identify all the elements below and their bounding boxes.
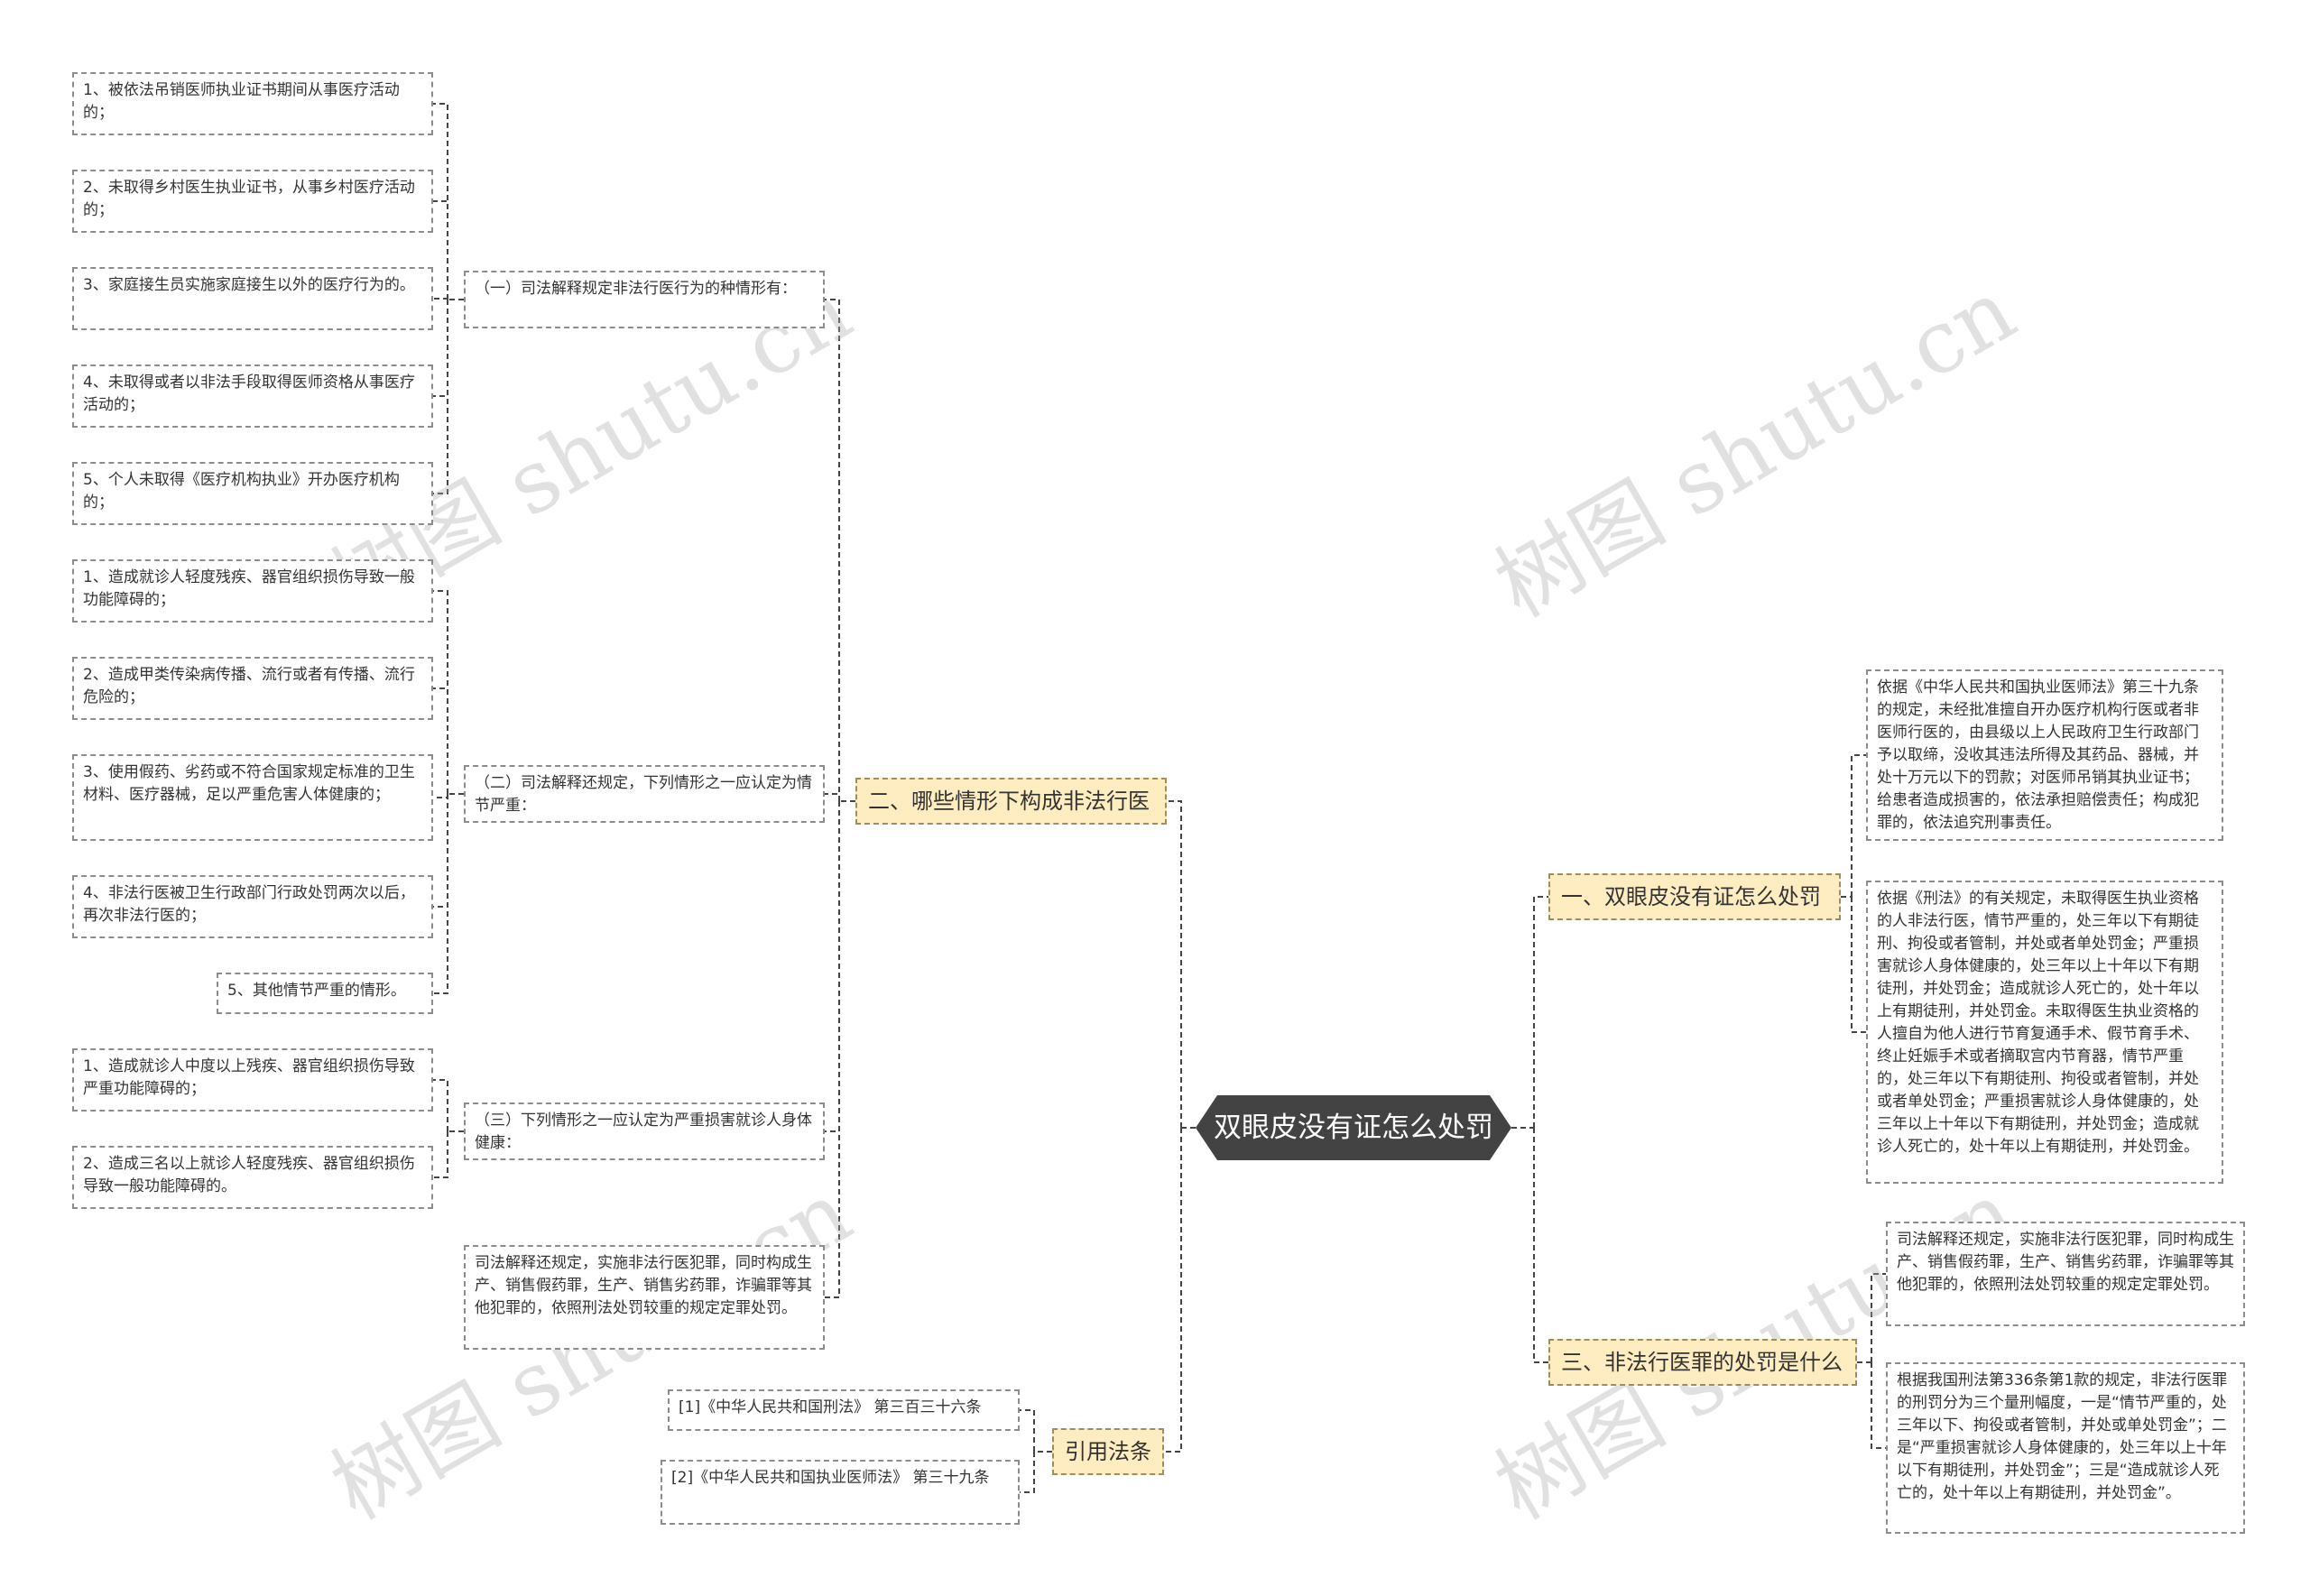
list-item[interactable]: 5、其他情节严重的情形。	[217, 973, 433, 1014]
root-topic[interactable]: 双眼皮没有证怎么处罚	[1196, 1095, 1511, 1160]
list-item[interactable]: 1、被依法吊销医师执业证书期间从事医疗活动的；	[72, 72, 433, 135]
subtopic-serious-circumstances[interactable]: （二）司法解释还规定，下列情形之一应认定为情节严重：	[464, 765, 825, 823]
list-item[interactable]: 4、非法行医被卫生行政部门行政处罚两次以后，再次非法行医的；	[72, 875, 433, 938]
list-item[interactable]: 4、未取得或者以非法手段取得医师资格从事医疗活动的；	[72, 364, 433, 428]
list-item[interactable]: 2、造成甲类传染病传播、流行或者有传播、流行危险的；	[72, 657, 433, 720]
list-item[interactable]: 司法解释还规定，实施非法行医犯罪，同时构成生产、销售假药罪，生产、销售劣药罪，诈…	[1886, 1222, 2245, 1326]
list-item[interactable]: 依据《刑法》的有关规定，未取得医生执业资格的人非法行医，情节严重的，处三年以下有…	[1866, 881, 2223, 1184]
list-item[interactable]: 1、造成就诊人中度以上残疾、器官组织损伤导致严重功能障碍的；	[72, 1048, 433, 1112]
list-item[interactable]: 2、未取得乡村医生执业证书，从事乡村医疗活动的；	[72, 170, 433, 233]
connector-line	[1857, 1273, 1886, 1449]
list-item[interactable]: 3、使用假药、劣药或不符合国家规定标准的卫生材料、医疗器械，足以严重危害人体健康…	[72, 754, 433, 841]
connector-line	[433, 1079, 464, 1178]
connector-line	[1020, 1409, 1052, 1493]
subtopic-heavier-penalty-rule[interactable]: 司法解释还规定，实施非法行医犯罪，同时构成生产、销售假药罪，生产、销售劣药罪，诈…	[464, 1245, 825, 1350]
connector-line	[1511, 896, 1548, 1363]
topic-illegal-practice-situations[interactable]: 二、哪些情形下构成非法行医	[855, 778, 1167, 825]
topic-crime-punishment[interactable]: 三、非法行医罪的处罚是什么	[1548, 1339, 1857, 1386]
law-citation[interactable]: [2]《中华人民共和国执业医师法》 第三十九条	[661, 1460, 1020, 1525]
law-citation[interactable]: [1]《中华人民共和国刑法》 第三百三十六条	[668, 1389, 1020, 1431]
list-item[interactable]: 根据我国刑法第336条第1款的规定，非法行医罪的刑罚分为三个量刑幅度，一是“情节…	[1886, 1362, 2245, 1534]
list-item[interactable]: 5、个人未取得《医疗机构执业》开办医疗机构的；	[72, 462, 433, 525]
connector-line	[1841, 754, 1866, 1033]
topic-penalty-without-license[interactable]: 一、双眼皮没有证怎么处罚	[1548, 873, 1841, 920]
list-item[interactable]: 2、造成三名以上就诊人轻度残疾、器官组织损伤导致一般功能障碍的。	[72, 1146, 433, 1209]
list-item[interactable]: 1、造成就诊人轻度残疾、器官组织损伤导致一般功能障碍的；	[72, 559, 433, 623]
connector-line	[433, 103, 464, 494]
subtopic-illegal-practice-types[interactable]: （一）司法解释规定非法行医行为的种情形有：	[464, 271, 825, 328]
subtopic-serious-health-damage[interactable]: （三）下列情形之一应认定为严重损害就诊人身体健康：	[464, 1102, 825, 1160]
list-item[interactable]: 3、家庭接生员实施家庭接生以外的医疗行为的。	[72, 267, 433, 330]
connector-line	[433, 590, 464, 994]
connector-line	[825, 299, 855, 1298]
topic-cited-laws[interactable]: 引用法条	[1052, 1428, 1164, 1475]
connector-line	[1164, 800, 1196, 1453]
list-item[interactable]: 依据《中华人民共和国执业医师法》第三十九条的规定，未经批准擅自开办医疗机构行医或…	[1866, 669, 2223, 841]
